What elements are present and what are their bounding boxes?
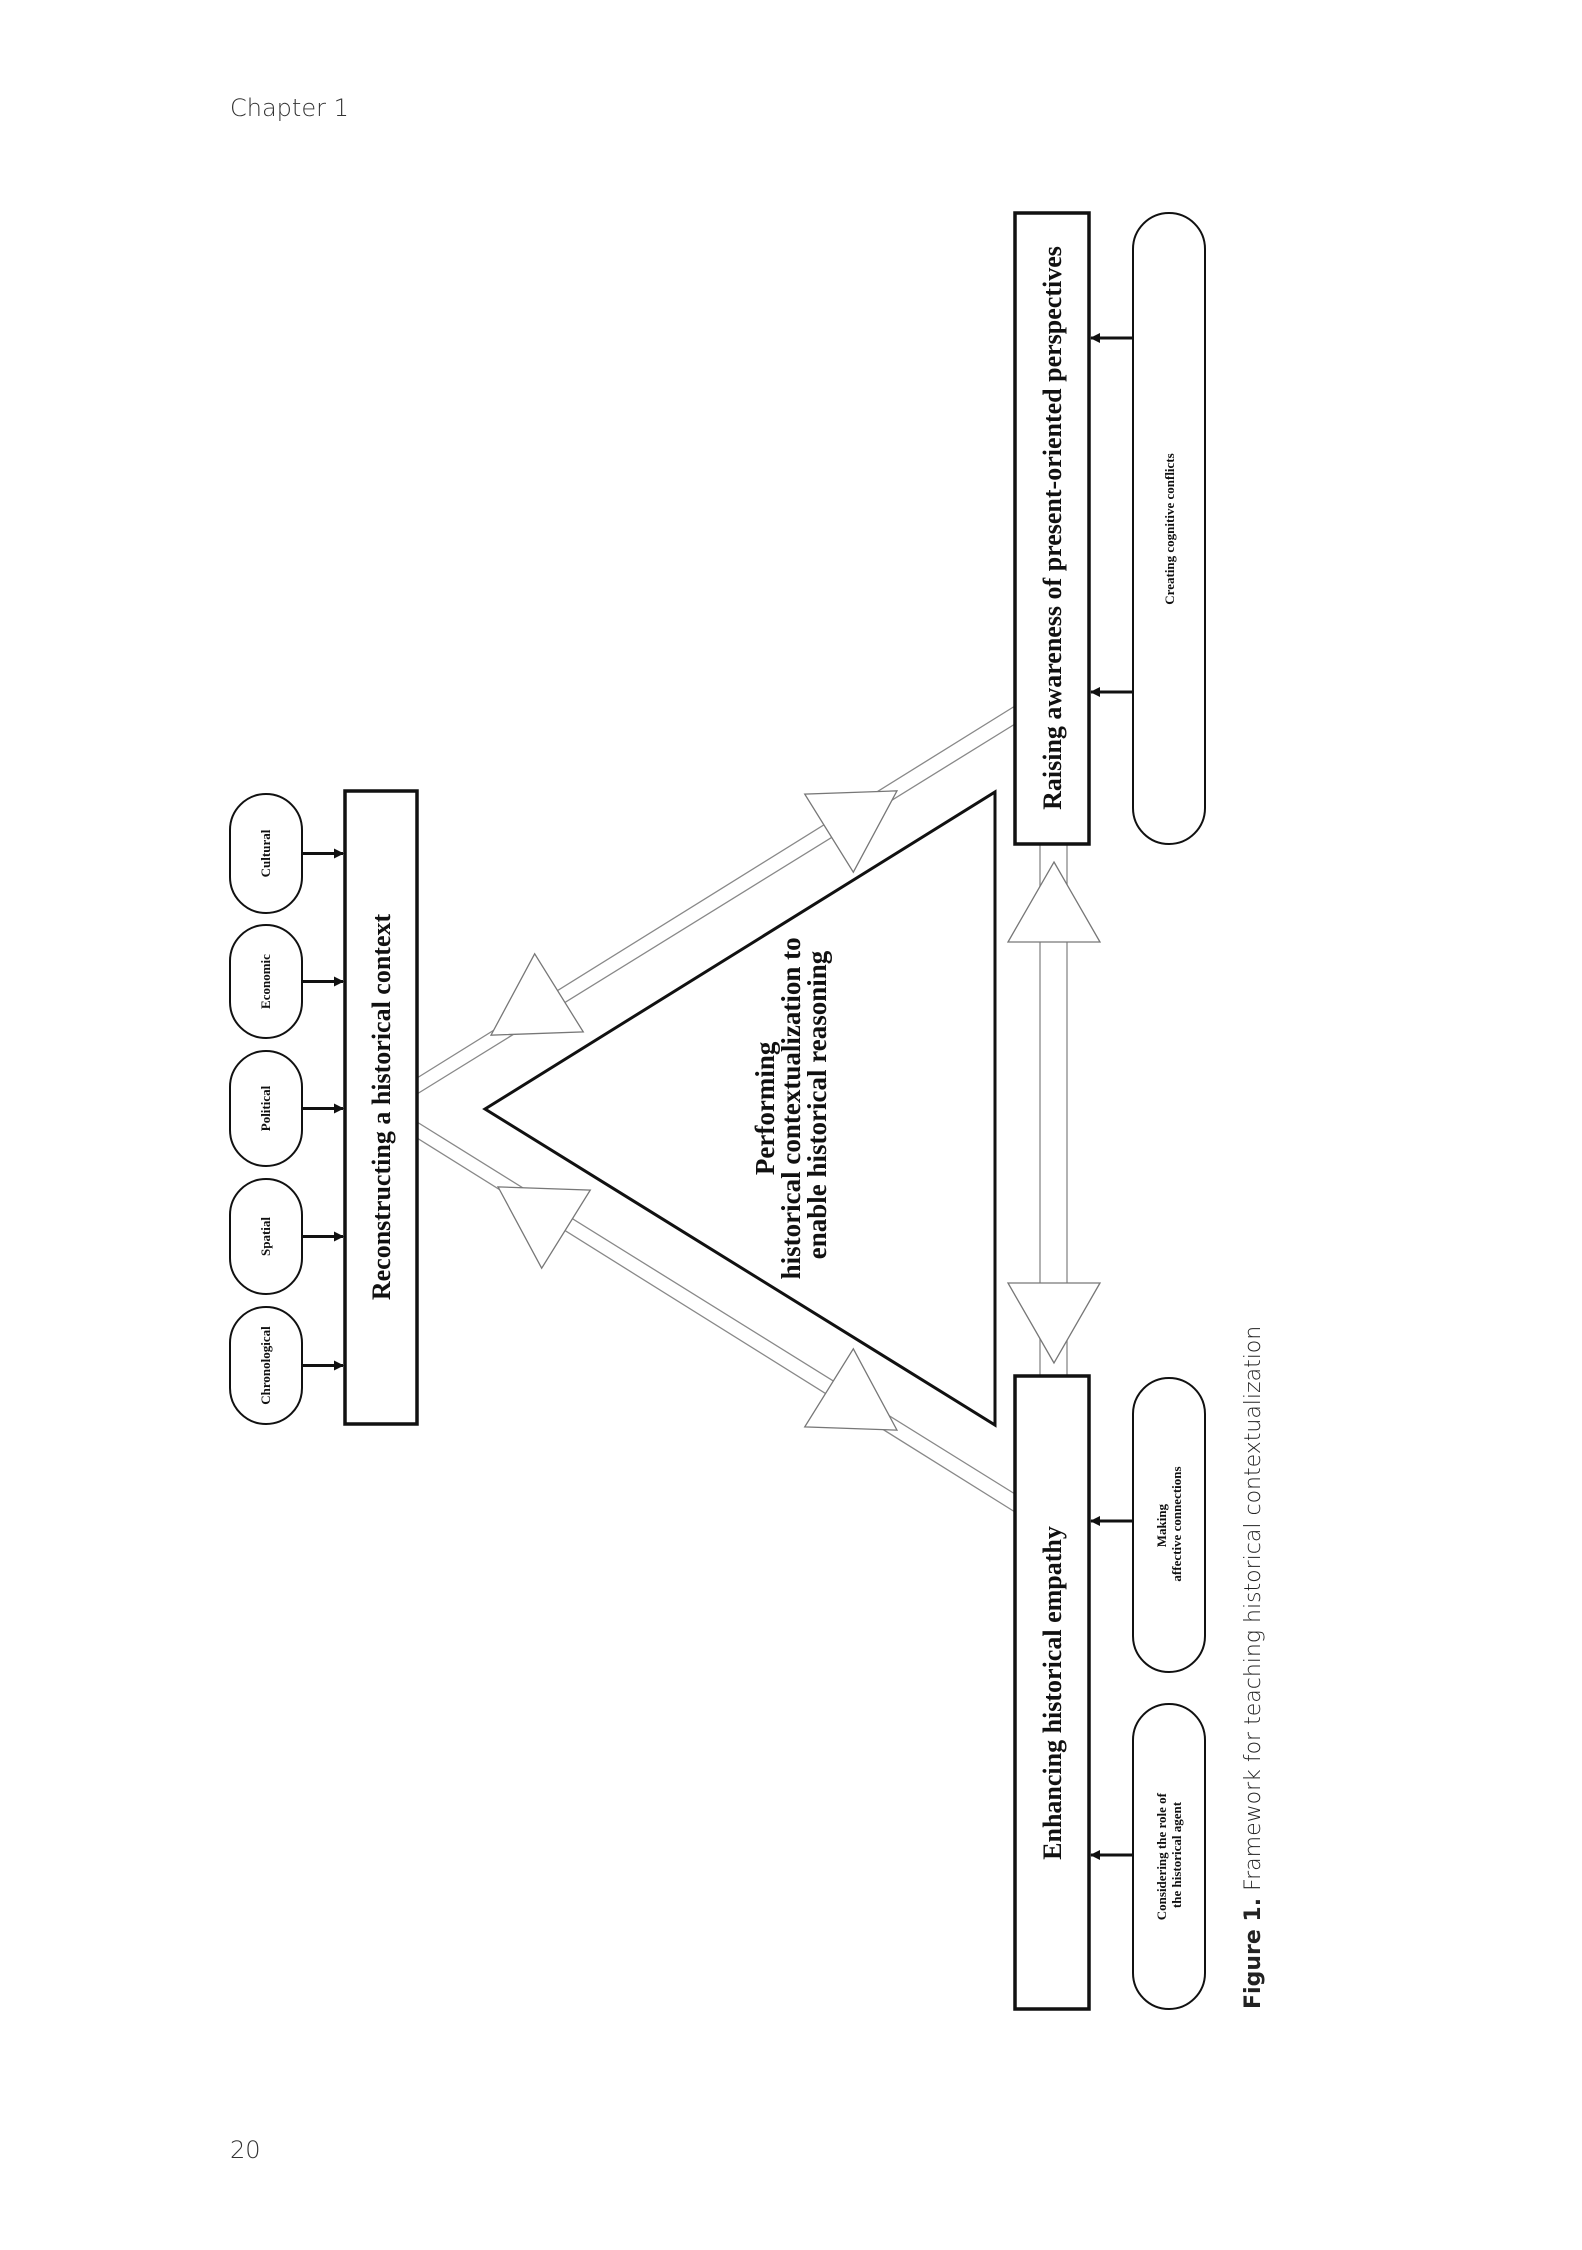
raising-box: [1013, 211, 1091, 846]
hollow-arrowhead-icon: [803, 1347, 899, 1431]
input-oval-creating-cognitive-conflicts: [1132, 212, 1206, 845]
center-label: Performing historical contextualization …: [750, 931, 832, 1280]
center-triangle: [482, 789, 997, 1428]
input-label: Economic: [258, 954, 273, 1009]
input-oval-making-affective-connections: [1132, 1377, 1206, 1673]
hollow-arrowhead-icon: [1006, 860, 1102, 943]
figure-caption: Figure 1. Framework for teaching histori…: [1241, 1326, 1266, 2009]
input-label: Creating cognitive conflicts: [1162, 453, 1177, 604]
input-label: Political: [258, 1085, 273, 1131]
input-label: Cultural: [258, 829, 273, 877]
reconstructing-title: Reconstructing a historical context: [367, 914, 396, 1301]
input-label: Considering the role of the historical a…: [1154, 1790, 1184, 1920]
input-label: Spatial: [258, 1217, 273, 1256]
chapter-header: Chapter 1: [230, 94, 349, 122]
hollow-arrowhead-icon: [803, 790, 899, 874]
raising-title: Raising awareness of present-oriented pe…: [1038, 246, 1067, 810]
hollow-arrowhead-icon: [1006, 1282, 1102, 1365]
input-label: Chronological: [258, 1326, 273, 1405]
enhancing-title: Enhancing historical empathy: [1038, 1526, 1067, 1860]
hollow-arrowhead-icon: [489, 952, 585, 1036]
hollow-arrowhead-icon: [496, 1186, 592, 1270]
page-number: 20: [230, 2136, 261, 2164]
reconstructing-box: [343, 789, 419, 1426]
input-label: Making affective connections: [1154, 1466, 1184, 1581]
enhancing-box: [1013, 1374, 1091, 2011]
